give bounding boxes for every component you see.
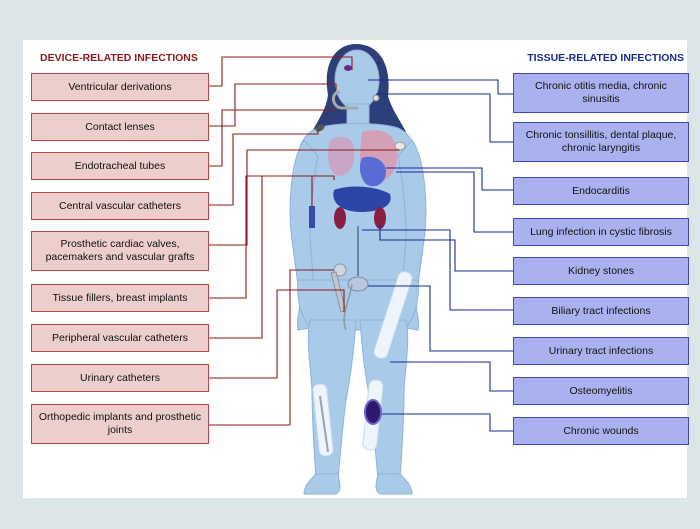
tissue-box-osteomyelitis: Osteomyelitis xyxy=(513,377,689,405)
tissue-box-chronic-otitis-media: Chronic otitis media, chronic sinusitis xyxy=(513,73,689,113)
tissue-box-chronic-wounds: Chronic wounds xyxy=(513,417,689,445)
chronic-wound-mark xyxy=(364,399,382,425)
tissue-box-biliary-tract-infections: Biliary tract infections xyxy=(513,297,689,325)
peripheral-catheter xyxy=(309,206,315,228)
kidney-right-shape xyxy=(374,207,386,229)
device-box-urinary-catheters: Urinary catheters xyxy=(31,364,209,392)
devices xyxy=(309,65,406,425)
endotracheal-tube xyxy=(332,90,358,110)
heart-shape xyxy=(359,156,386,187)
device-connector-lines xyxy=(209,56,400,426)
tissue-box-chronic-tonsillitis: Chronic tonsillitis, dental plaque, chro… xyxy=(513,122,689,162)
liver-shape xyxy=(333,186,391,212)
catheter-port xyxy=(315,124,325,132)
tissue-box-lung-infection-cystic-fibrosis: Lung infection in cystic fibrosis xyxy=(513,218,689,246)
tissue-box-endocarditis: Endocarditis xyxy=(513,177,689,205)
device-box-endotracheal-tubes: Endotracheal tubes xyxy=(31,152,209,180)
tissue-box-kidney-stones: Kidney stones xyxy=(513,257,689,285)
device-box-central-vascular-catheters: Central vascular catheters xyxy=(31,192,209,220)
tissue-box-urinary-tract-infections: Urinary tract infections xyxy=(513,337,689,365)
device-box-prosthetic-cardiac-valves: Prosthetic cardiac valves, pacemakers an… xyxy=(31,231,209,271)
internal-organs xyxy=(328,130,398,292)
device-infections-heading: DEVICE-RELATED INFECTIONS xyxy=(40,52,198,64)
device-box-tissue-fillers: Tissue fillers, breast implants xyxy=(31,284,209,312)
tissue-infections-heading: TISSUE-RELATED INFECTIONS xyxy=(527,52,684,64)
device-box-peripheral-vascular-catheters: Peripheral vascular catheters xyxy=(31,324,209,352)
tissue-connector-lines xyxy=(362,79,513,432)
kidney-left-shape xyxy=(334,207,346,229)
device-box-contact-lenses: Contact lenses xyxy=(31,113,209,141)
device-box-orthopedic-implants: Orthopedic implants and prosthetic joint… xyxy=(31,404,209,444)
pacemaker xyxy=(394,141,406,151)
device-box-ventricular-derivations: Ventricular derivations xyxy=(31,73,209,101)
bones-and-implants xyxy=(312,263,413,457)
